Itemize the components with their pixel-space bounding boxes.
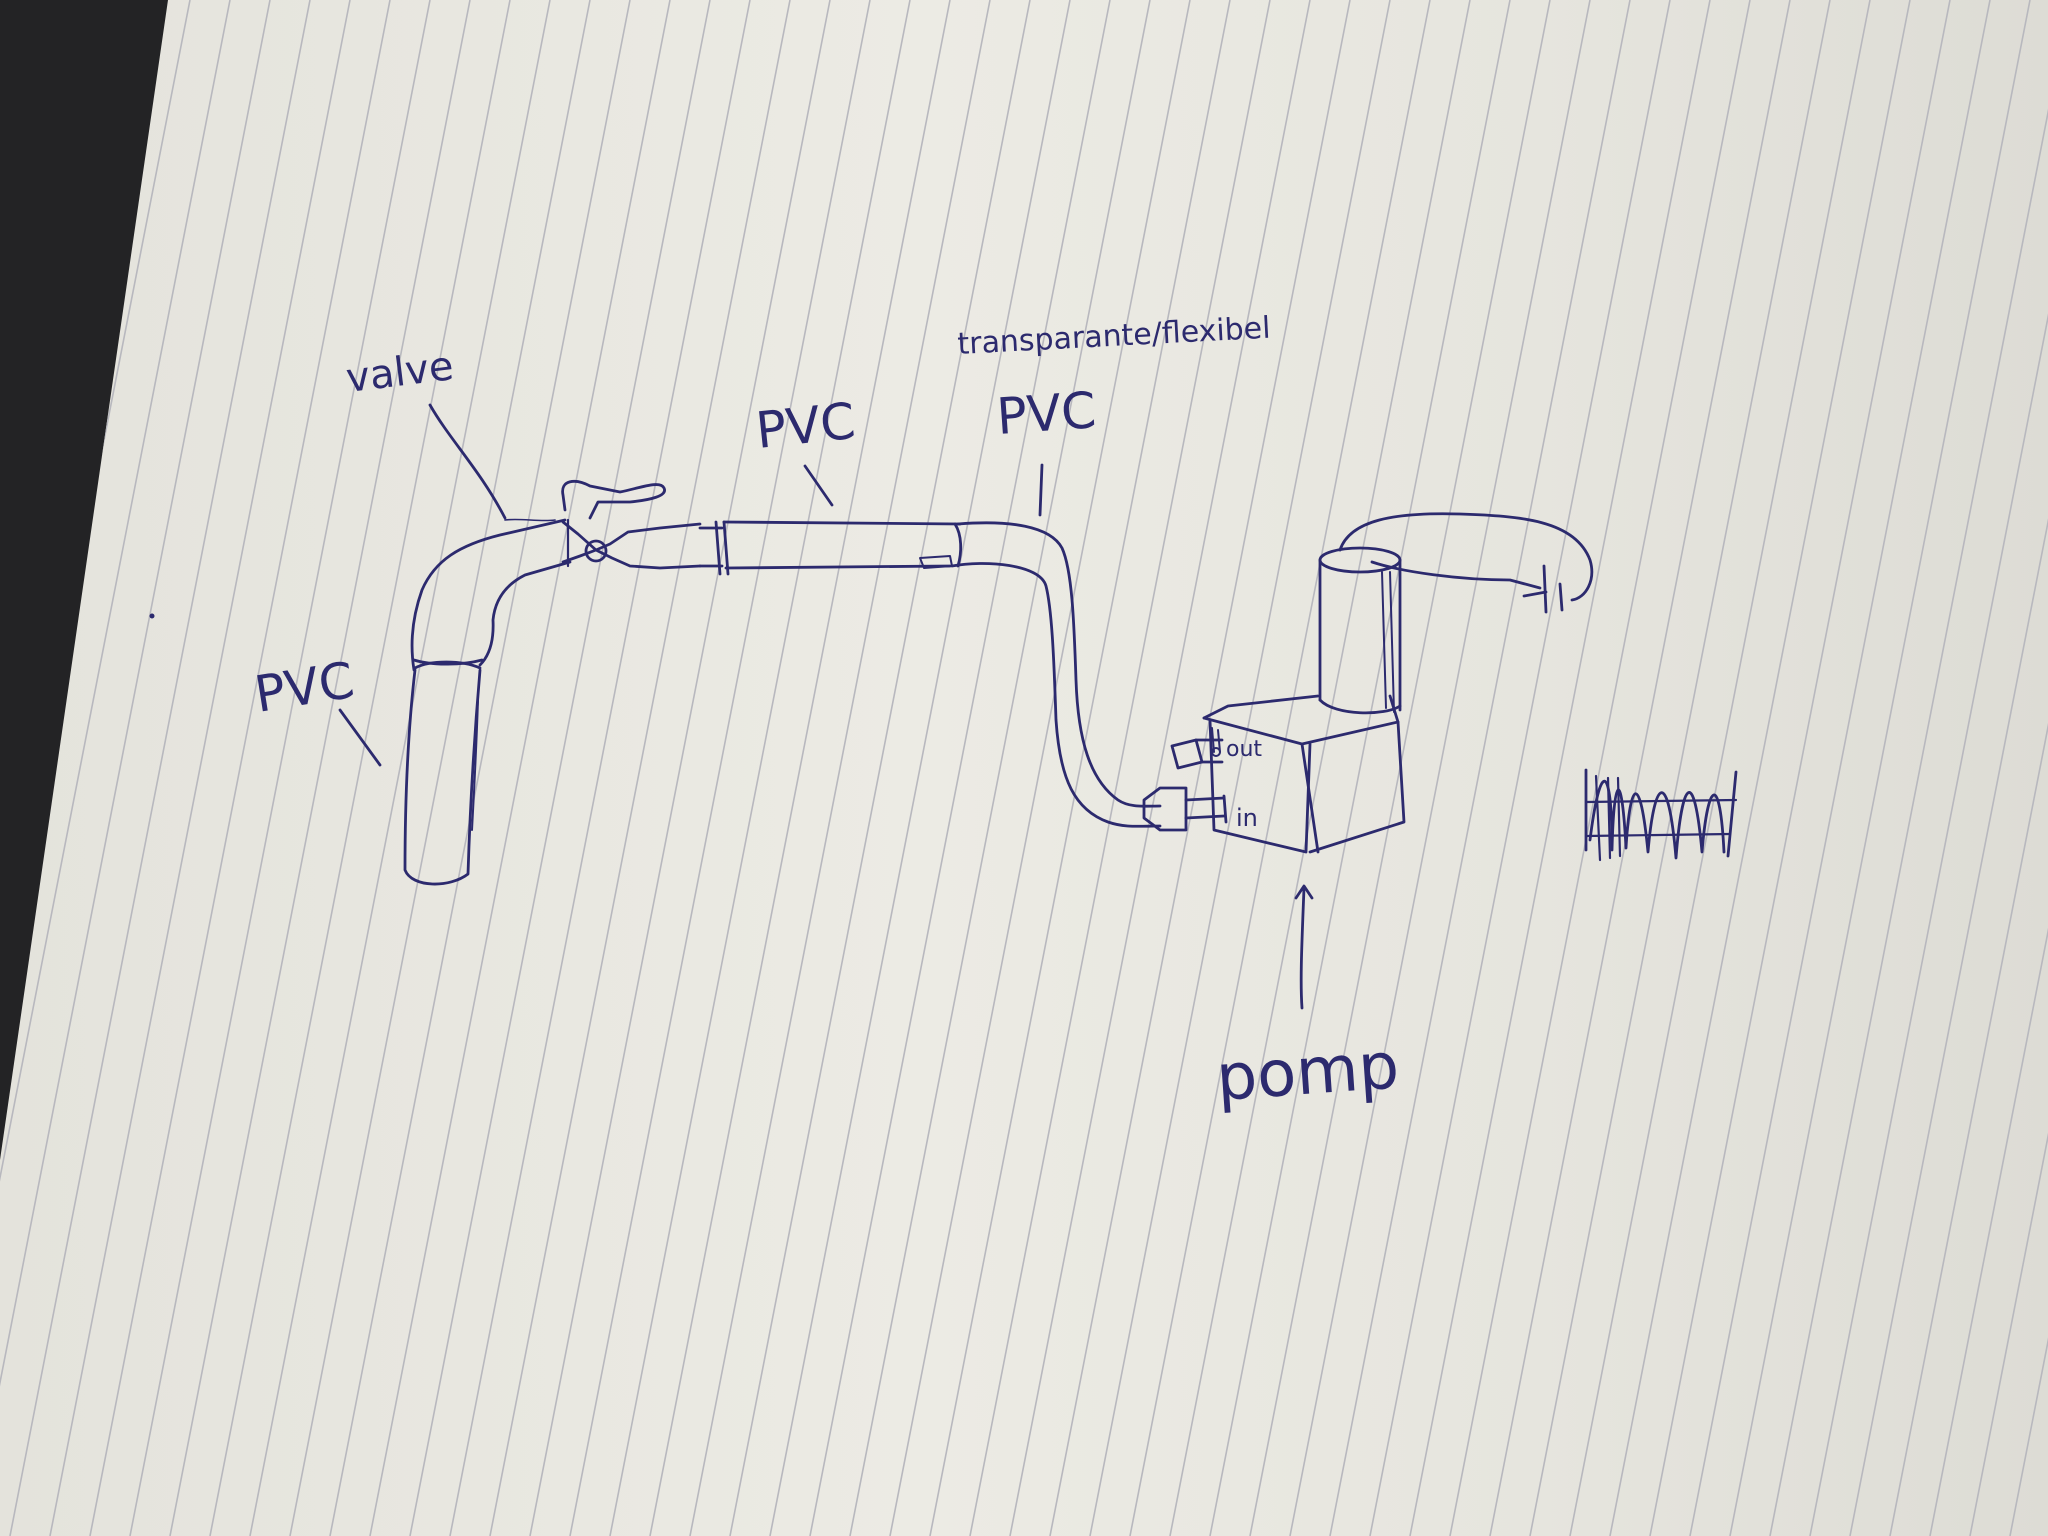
valve-leader-line — [428, 403, 507, 520]
ruled-line — [409, 0, 711, 1536]
ruled-line — [1849, 0, 2048, 1536]
ruled-line — [1209, 0, 1511, 1536]
ruled-line — [1009, 0, 1311, 1536]
ruled-line — [929, 0, 1231, 1536]
pump-leader-arrow — [1294, 884, 1314, 900]
pen-dot — [149, 613, 155, 619]
ruled-line — [1769, 0, 2048, 1536]
ruled-line — [369, 0, 671, 1536]
vertical-pvc-pipe — [403, 660, 482, 886]
ruled-line — [1729, 0, 2031, 1536]
ruled-line — [1329, 0, 1631, 1536]
ruled-line — [769, 0, 1071, 1536]
pump-leader-line — [1299, 886, 1306, 1010]
ruled-line — [49, 0, 351, 1536]
ruled-line — [809, 0, 1111, 1536]
ruled-line — [889, 0, 1191, 1536]
flexible-hose — [950, 521, 1162, 828]
ruled-line — [969, 0, 1271, 1536]
pvc-rigid-leader-line — [803, 464, 834, 507]
rigid-pvc-pipe — [698, 520, 963, 576]
ruled-line — [529, 0, 831, 1536]
ruled-line — [449, 0, 751, 1536]
ruled-line — [1409, 0, 1711, 1536]
ruled-line — [489, 0, 791, 1536]
ruled-line — [1809, 0, 2048, 1536]
ruled-line — [729, 0, 1031, 1536]
pump-in-label: in — [1236, 804, 1258, 832]
pump-cylinder — [1318, 546, 1402, 715]
ruled-line — [249, 0, 551, 1536]
ruled-line — [609, 0, 911, 1536]
ruled-line — [1649, 0, 1951, 1536]
ruled-line — [1889, 0, 2048, 1536]
pump-out-label: out — [1226, 737, 1262, 762]
strainer-mesh — [1584, 768, 1738, 862]
ruled-line — [1689, 0, 1991, 1536]
ruled-line — [129, 0, 431, 1536]
ruled-line — [1929, 0, 2048, 1536]
ruled-line — [1609, 0, 1911, 1536]
ruled-line — [1369, 0, 1671, 1536]
pvc-elbow — [410, 518, 572, 672]
ruled-line — [1969, 0, 2048, 1536]
ruled-line — [1089, 0, 1391, 1536]
pvc-flexible-leader-line — [1038, 463, 1044, 517]
ruled-line — [329, 0, 631, 1536]
ruled-line — [209, 0, 511, 1536]
ruled-line — [1449, 0, 1751, 1536]
ruled-line — [1489, 0, 1791, 1536]
pvc-vertical-leader-line — [338, 708, 382, 767]
ruled-line — [1289, 0, 1591, 1536]
ruled-line — [649, 0, 951, 1536]
ruled-line — [849, 0, 1151, 1536]
valve-body — [561, 479, 702, 570]
ruled-line — [1129, 0, 1431, 1536]
pump-label: pomp — [1214, 1029, 1401, 1116]
pvc-flexible-label: PVC — [995, 381, 1098, 446]
ruled-line — [1049, 0, 1351, 1536]
pvc-rigid-label: PVC — [753, 392, 858, 460]
ruled-line — [9, 0, 311, 1536]
ruled-line — [569, 0, 871, 1536]
ruled-line — [1569, 0, 1871, 1536]
ruled-line — [289, 0, 591, 1536]
ruled-line — [1529, 0, 1831, 1536]
pump-inlet-connector — [1142, 786, 1228, 832]
ruled-line — [169, 0, 471, 1536]
ruled-line — [0, 0, 231, 1536]
ruled-line — [1169, 0, 1471, 1536]
power-cable — [1338, 512, 1594, 614]
sketch-ink — [338, 403, 1738, 1010]
ruled-line — [89, 0, 391, 1536]
ruled-line — [689, 0, 991, 1536]
ruled-line — [0, 0, 271, 1536]
